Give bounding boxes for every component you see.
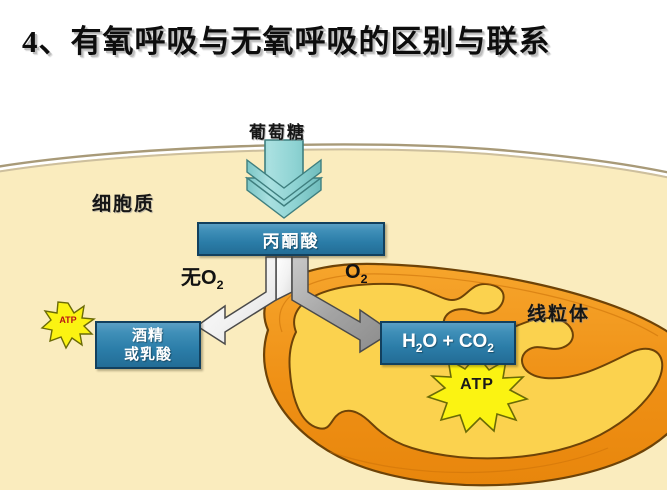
aerobic-product-formula: H2O + CO2 <box>402 331 494 355</box>
aerobic-middle: O + CO <box>422 331 488 353</box>
aerobic-sub-1: 2 <box>415 341 423 355</box>
no-oxygen-text: 无O <box>181 267 217 289</box>
glucose-arrow <box>244 139 324 219</box>
pyruvate-box: 丙酮酸 <box>197 222 385 256</box>
oxygen-text: O <box>345 261 361 283</box>
anaerobic-product-line2: 或乳酸 <box>123 346 172 363</box>
anaerobic-branch-arrow <box>195 256 293 346</box>
oxygen-label: O2 <box>345 261 367 286</box>
cytoplasm-label: 细胞质 <box>92 194 156 215</box>
aerobic-product-box: H2O + CO2 <box>380 321 516 365</box>
aerobic-sub-2: 2 <box>487 341 494 355</box>
aerobic-branch-arrow <box>291 256 394 354</box>
mitochondrion-label: 线粒体 <box>527 304 591 325</box>
anaerobic-product-line1: 酒精 <box>131 327 164 344</box>
anaerobic-product-box: 酒精 或乳酸 <box>95 321 201 369</box>
atp-badge-aerobic: ATP <box>424 357 530 413</box>
atp-label-anaerobic: ATP <box>59 315 77 325</box>
no-oxygen-subscript: 2 <box>216 278 224 292</box>
pyruvate-label: 丙酮酸 <box>262 231 320 251</box>
glucose-label: 葡萄糖 <box>249 123 306 142</box>
no-oxygen-label: 无O2 <box>181 261 223 292</box>
atp-burst-small <box>40 301 96 350</box>
atp-badge-anaerobic: ATP <box>44 303 92 339</box>
page-title: 4、有氧呼吸与无氧呼吸的区别与联系 <box>22 24 551 59</box>
aerobic-h: H <box>402 331 416 353</box>
atp-burst-large <box>425 353 530 434</box>
atp-label-aerobic: ATP <box>460 376 494 393</box>
oxygen-subscript: 2 <box>360 272 368 286</box>
